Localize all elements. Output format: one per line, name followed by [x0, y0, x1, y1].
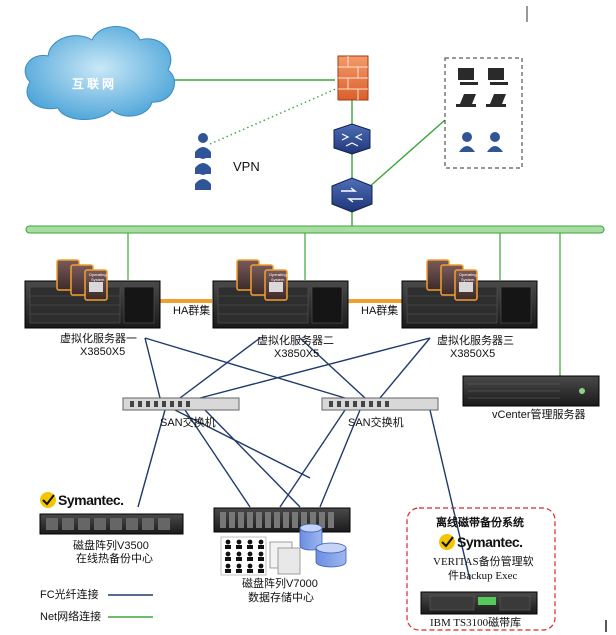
vm-label-2a: Operating	[269, 272, 287, 277]
vcenter-label: vCenter管理服务器	[492, 409, 586, 421]
san-switch-2	[321, 397, 439, 411]
vm-stack-2	[236, 259, 288, 301]
vm-label-1a: Operating	[89, 272, 107, 277]
backup-software-2: 件Backup Exec	[448, 570, 518, 582]
network-backbone	[25, 225, 605, 234]
server-2-name: 虚拟化服务器二	[257, 335, 334, 347]
vpn-users-icon	[195, 133, 211, 190]
backup-software-1: VERITAS备份管理软	[433, 556, 534, 568]
core-switch-icon	[331, 177, 373, 213]
vm-label-2b: System	[271, 277, 285, 282]
vm-label-1b: System	[91, 277, 105, 282]
symantec-text-2: Symantec.	[457, 534, 523, 550]
symantec-text-1: Symantec.	[58, 492, 124, 508]
documents-icon	[269, 541, 301, 575]
legend-net-label: Net网络连接	[40, 611, 102, 623]
server-1-model: X3850X5	[80, 346, 126, 358]
v7000-desc: 数据存储中心	[248, 592, 314, 604]
fc-links	[137, 337, 471, 581]
ha-links	[160, 299, 402, 303]
legend-fc-label: FC光纤连接	[40, 589, 99, 601]
vm-stack-3	[426, 259, 478, 301]
server-3	[401, 280, 538, 329]
storage-v3500	[39, 513, 184, 535]
vm-label-3a: Operating	[459, 272, 477, 277]
v3500-name: 磁盘阵列V3500	[73, 540, 149, 552]
firewall-icon	[337, 55, 369, 101]
net-links-top	[168, 79, 446, 228]
database-icon	[299, 523, 347, 568]
storage-v7000	[213, 507, 351, 533]
server-2-model: X3850X5	[274, 348, 320, 360]
backup-system-box	[406, 507, 556, 631]
san-switch-2-label: SAN交换机	[348, 417, 404, 429]
v3500-desc: 在线热备份中心	[76, 553, 153, 565]
ha-label-1: HA群集	[173, 305, 211, 317]
tape-library-label: IBM TS3100磁带库	[430, 617, 522, 629]
vcenter-server	[462, 375, 600, 407]
vpn-label: VPN	[233, 159, 260, 174]
san-switch-1-label: SAN交换机	[160, 417, 216, 429]
v7000-name: 磁盘阵列V7000	[242, 578, 318, 590]
vpn-link	[209, 87, 339, 145]
server-3-model: X3850X5	[450, 348, 496, 360]
vm-label-3b: System	[461, 277, 475, 282]
tape-library	[420, 591, 538, 615]
server-1-name: 虚拟化服务器一	[60, 333, 137, 345]
san-switch-1	[122, 397, 240, 411]
router-icon	[333, 123, 371, 155]
symantec-logo-2	[439, 534, 455, 550]
symantec-logo-1	[40, 492, 56, 508]
net-links-servers	[127, 233, 561, 376]
internet-label: 互联网	[72, 77, 118, 91]
server-3-name: 虚拟化服务器三	[437, 335, 514, 347]
vm-stack-1	[56, 259, 108, 301]
client-group	[444, 57, 523, 169]
backup-title: 离线磁带备份系统	[436, 517, 524, 529]
v7000-users-icon	[220, 536, 267, 576]
internet-cloud	[24, 26, 175, 121]
ha-label-2: HA群集	[361, 305, 399, 317]
